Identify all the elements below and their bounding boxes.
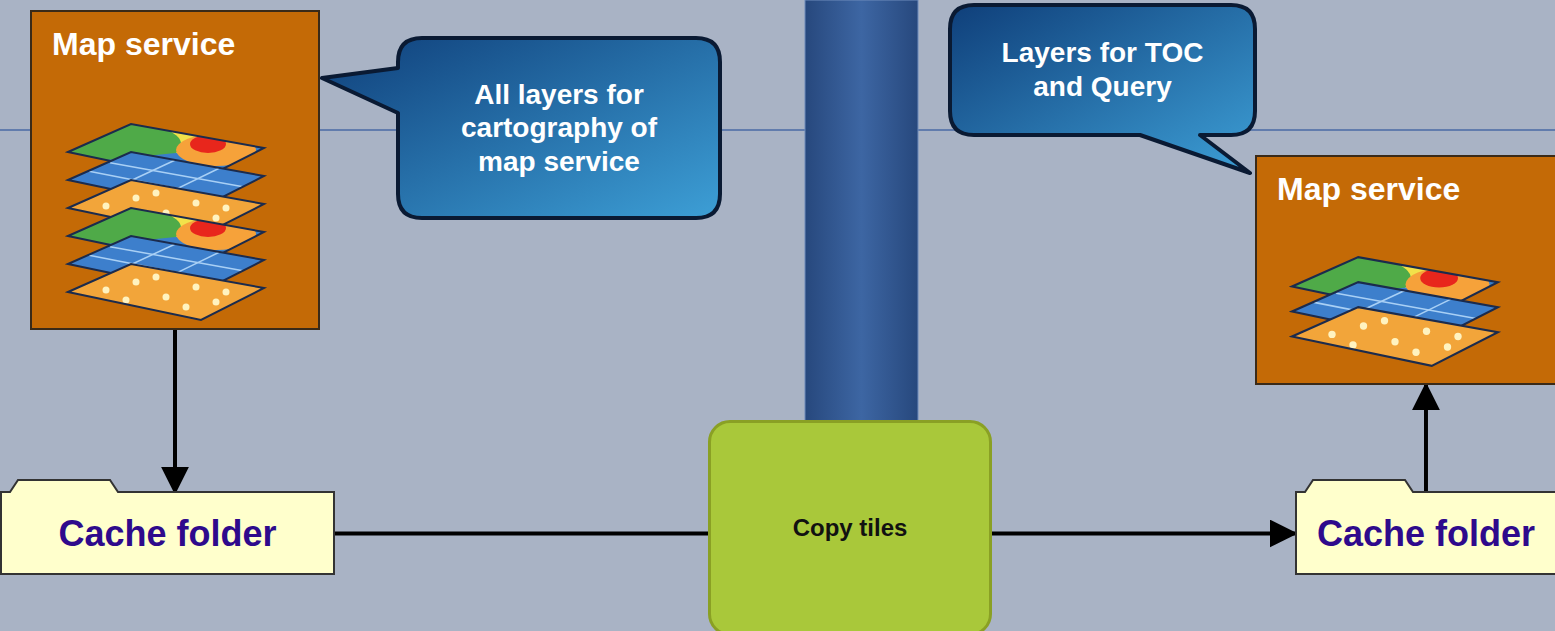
layer-stack: [1285, 255, 1500, 366]
cache-folder: Cache folder: [0, 478, 335, 575]
callout-outline: [950, 5, 1255, 173]
node-label: Map service: [1277, 171, 1460, 208]
arrow-connector: [173, 330, 177, 492]
node-label: Map service: [52, 26, 235, 63]
callout-bubble: All layers for cartography of map servic…: [398, 38, 720, 218]
callout-outline: [322, 38, 720, 218]
separator-band: [805, 0, 918, 430]
node-label: All layers for cartography of map servic…: [453, 78, 665, 179]
connector-line: [335, 532, 708, 536]
layer-stack: [61, 122, 266, 320]
node-label: Copy tiles: [793, 514, 908, 542]
arrow-connector: [992, 532, 1295, 536]
point-layer: [1292, 307, 1498, 366]
copy-step: Copy tiles: [708, 420, 992, 631]
node-label: Layers for TOC and Query: [995, 36, 1210, 103]
callout-shape: [950, 5, 1255, 135]
callout-bubble: Layers for TOC and Query: [950, 5, 1255, 135]
folder-outline: [1296, 480, 1555, 574]
node-label: Cache folder: [58, 514, 276, 554]
node-label: Cache folder: [1317, 514, 1535, 554]
folder-outline: [1, 480, 334, 574]
arrow-connector: [1424, 385, 1428, 492]
point-layer: [68, 264, 264, 320]
cache-folder: Cache folder: [1295, 478, 1555, 575]
